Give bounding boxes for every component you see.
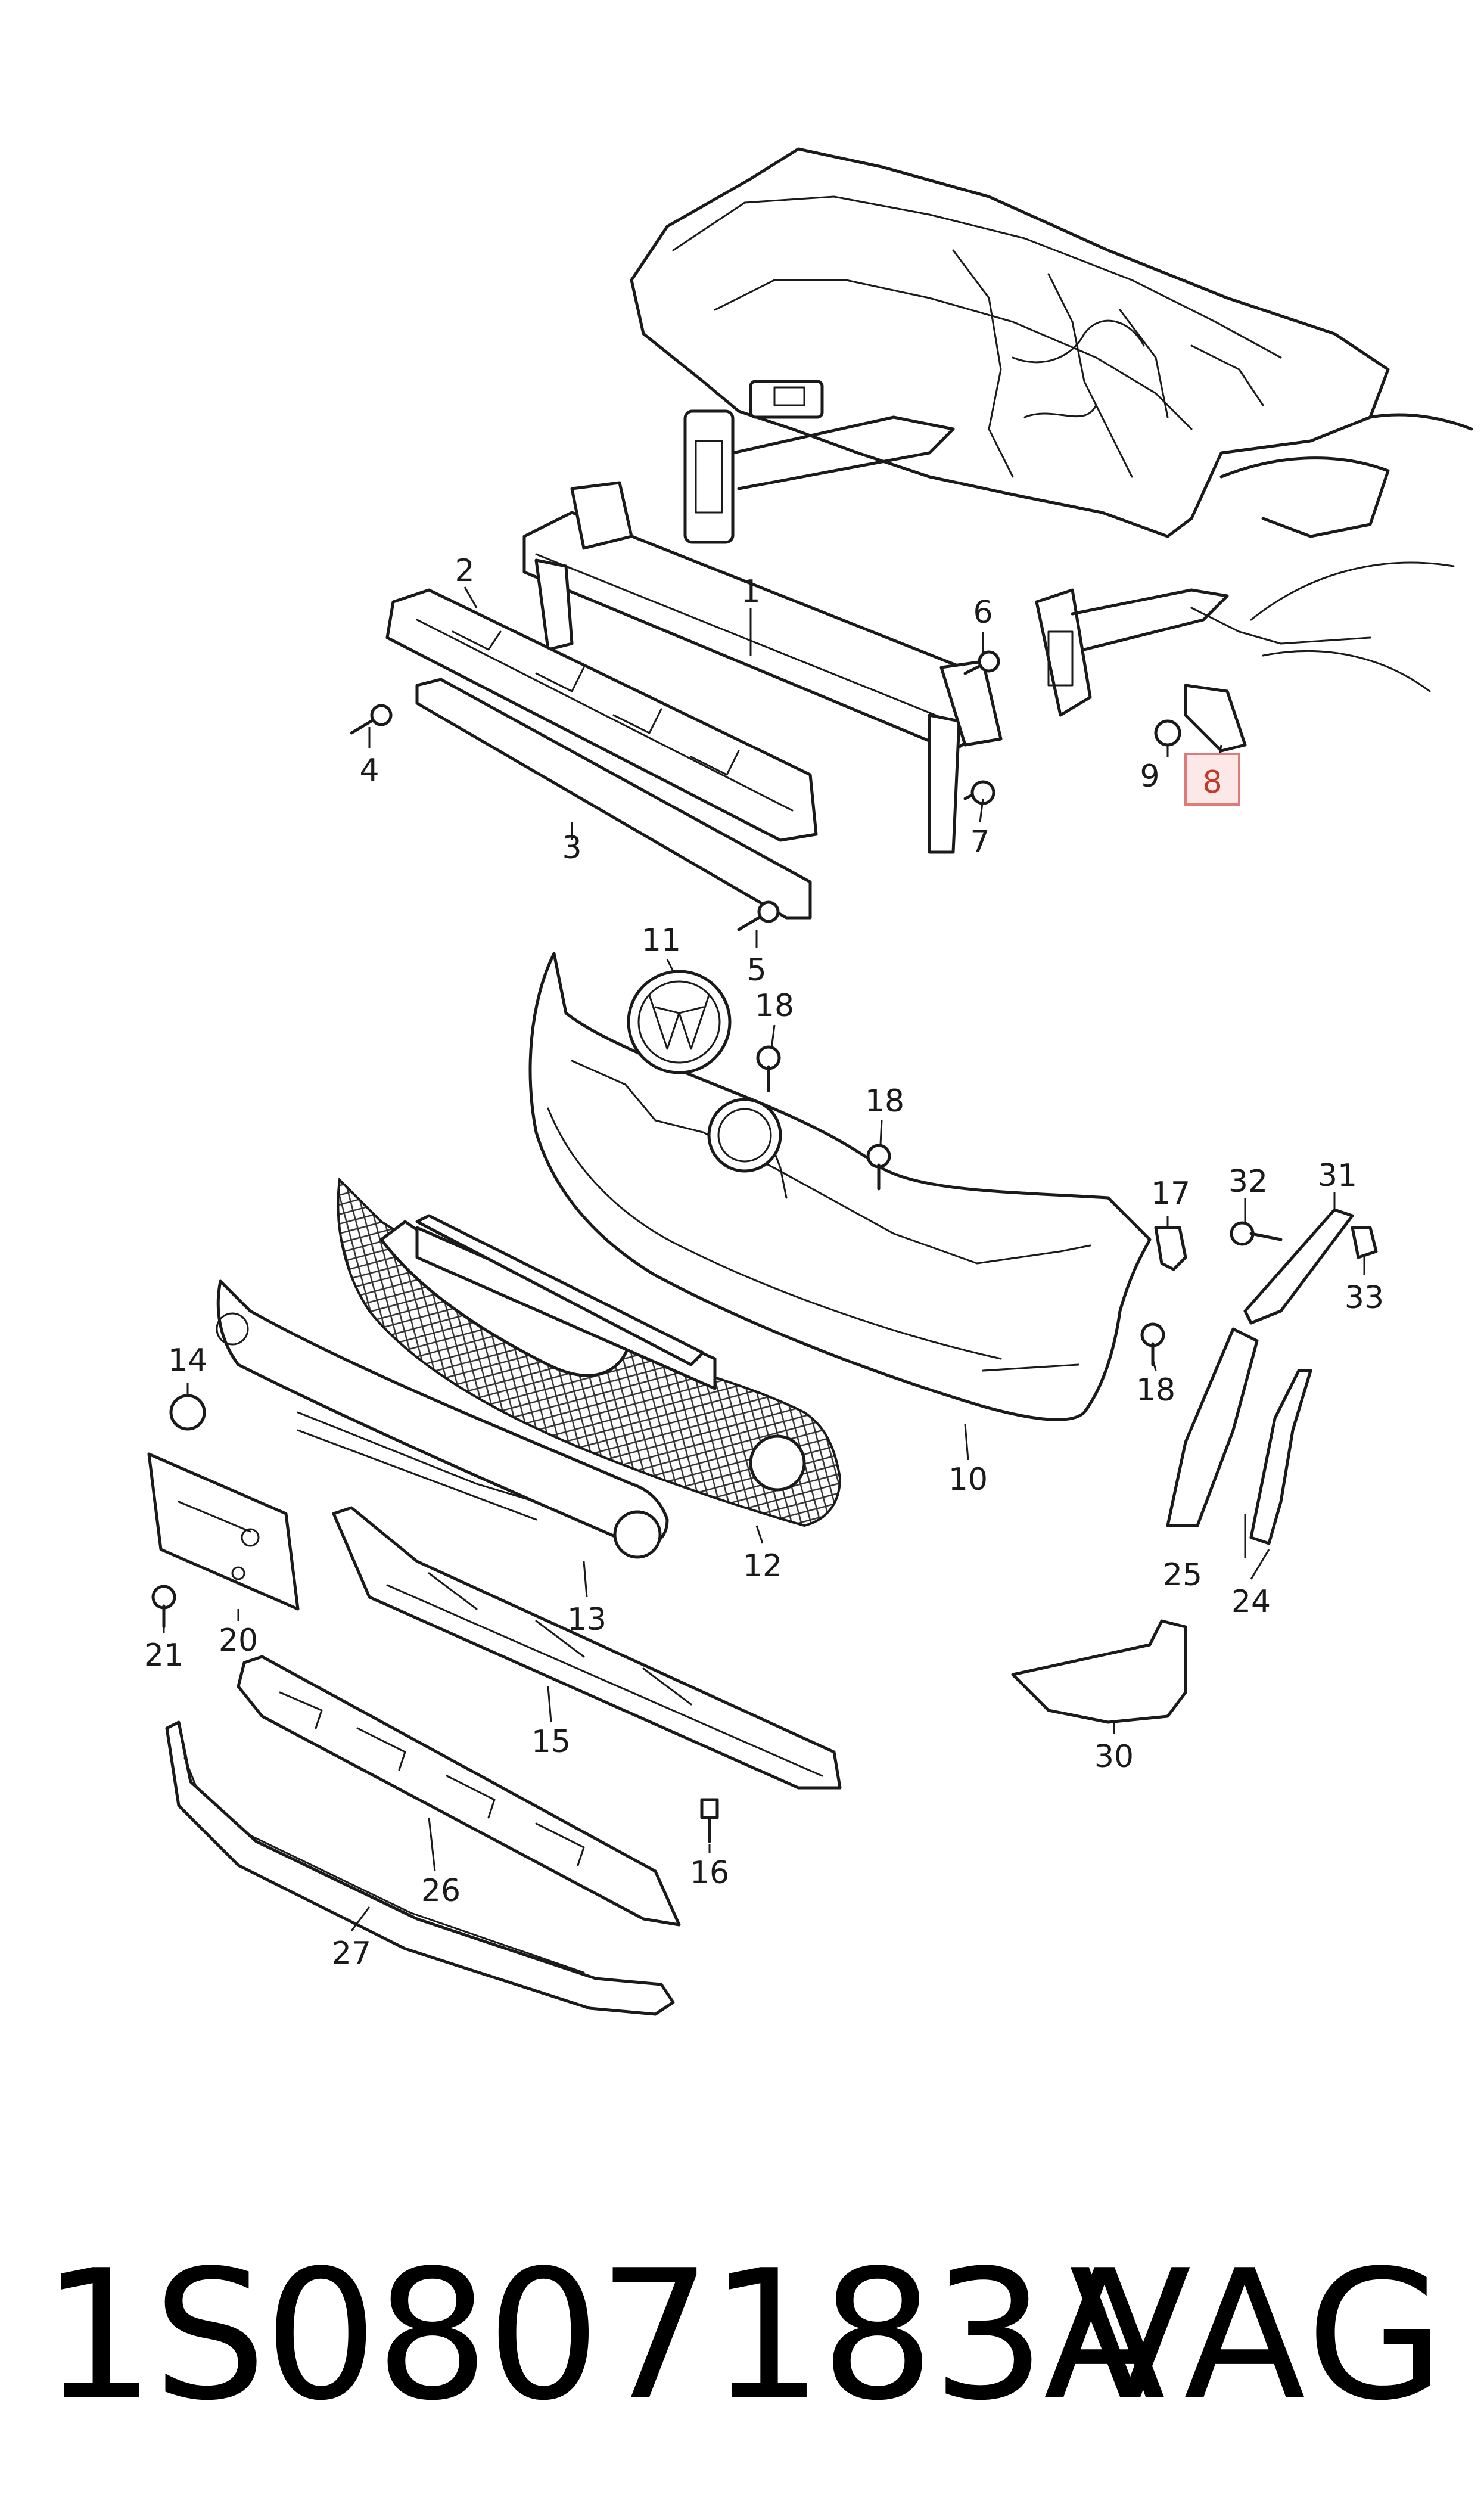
callout-18-middle: 18 [865,1083,904,1119]
callout-6: 6 [973,595,993,630]
part-3-strip [415,678,812,920]
part-10-bumper-cover [528,952,1152,1421]
parts-exploded-diagram: 1 2 3 4 5 6 7 8 9 10 11 12 13 14 15 16 1… [144,147,1473,2016]
callout-2: 2 [455,553,474,589]
callout-1: 1 [741,574,760,610]
footer: 1S0807183A VAG [0,2241,1484,2431]
callout-labels: 1 2 3 4 5 6 7 8 9 10 11 12 13 14 15 16 1… [144,553,1384,1971]
callout-32: 32 [1228,1164,1268,1200]
callout-17: 17 [1151,1176,1190,1212]
callout-7: 7 [970,824,990,860]
callout-25: 25 [1163,1557,1202,1593]
callout-18-lower: 18 [1136,1372,1175,1408]
callout-5: 5 [746,952,766,988]
part-26-lower-trim [237,1655,681,1927]
callout-3: 3 [562,830,581,866]
part-11-emblem [627,970,782,1173]
callout-14: 14 [168,1343,207,1378]
callout-24: 24 [1231,1584,1271,1620]
fasteners-upper [350,650,1247,931]
right-side-parts [756,1045,1378,1724]
brand-name: VAG [1069,2232,1448,2440]
vehicle-body-structure [630,147,1473,717]
part-13-lower-grille [216,1279,669,1559]
callout-8: 8 [1202,765,1222,800]
part-14-cap [169,1394,206,1431]
part-16-clip [700,1798,719,1843]
part-27-lower-strip [165,1720,675,2016]
callout-13: 13 [567,1602,606,1638]
part-2-energy-absorber [385,588,818,842]
callout-27: 27 [332,1936,371,1971]
callout-33: 33 [1345,1280,1384,1316]
callout-4: 4 [359,753,379,788]
callout-18-upper: 18 [755,988,794,1024]
part-12-grille [337,1177,842,1527]
part-20-plate-bracket [147,1452,300,1611]
callout-9: 9 [1140,759,1159,794]
callout-12: 12 [743,1548,782,1584]
callout-30: 30 [1094,1739,1134,1775]
leader-lines [163,586,1365,1931]
callout-11: 11 [642,923,681,958]
callout-26: 26 [421,1873,461,1909]
callout-20: 20 [219,1623,258,1658]
callout-10: 10 [948,1462,988,1498]
callout-31: 31 [1318,1158,1357,1194]
part-number: 1S0807183A [42,2232,1166,2440]
callout-21: 21 [144,1638,183,1673]
part-15-spoiler [332,1506,842,1790]
part-1-bumper-carrier [522,481,1003,854]
callout-16: 16 [690,1855,729,1891]
part-21-screw [151,1585,176,1629]
callout-15: 15 [531,1724,571,1760]
highlight-box-part-8 [1184,753,1240,806]
